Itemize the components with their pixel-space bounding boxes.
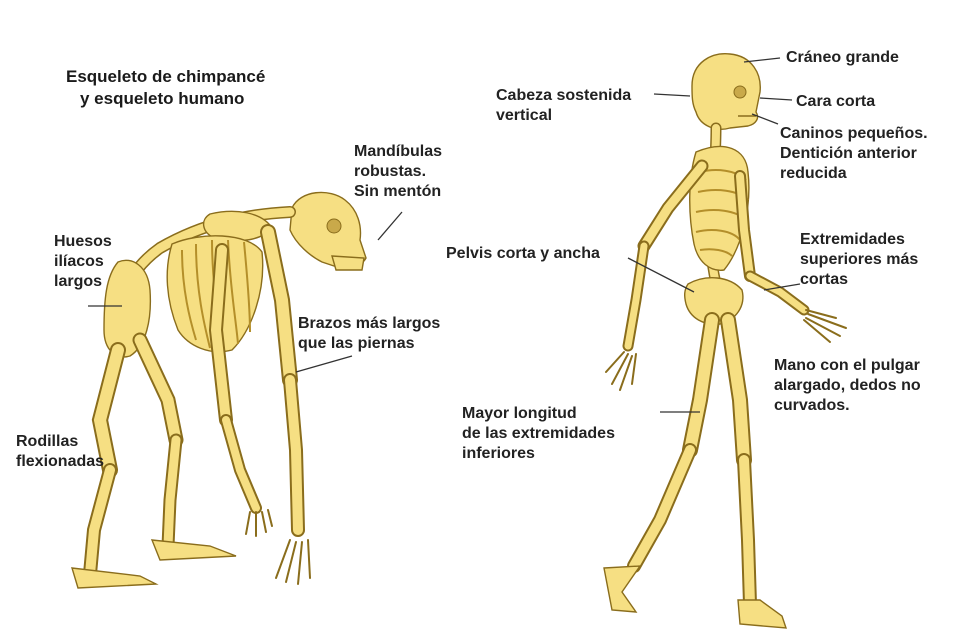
label-line: Pelvis corta y ancha — [446, 244, 600, 264]
label-line: de las extremidades — [462, 424, 615, 444]
label-line: robustas. — [354, 162, 442, 182]
label-line: Cara corta — [796, 92, 875, 112]
label-line: Mandíbulas — [354, 142, 442, 162]
title-line-1: Esqueleto de chimpancé — [66, 66, 265, 88]
leader-mandibulas — [378, 212, 402, 240]
label-line: superiores más — [800, 250, 918, 270]
label-line: ilíacos — [54, 252, 112, 272]
label-caninos: Caninos pequeños. Dentición anterior red… — [780, 124, 928, 184]
chimpanzee-skeleton — [72, 192, 366, 588]
label-huesos-iliacos: Huesos ilíacos largos — [54, 232, 112, 292]
label-cara-corta: Cara corta — [796, 92, 875, 112]
label-craneo-grande: Cráneo grande — [786, 48, 899, 68]
label-line: vertical — [496, 106, 631, 126]
label-line: Huesos — [54, 232, 112, 252]
leader-cabeza — [654, 94, 690, 96]
diagram-title: Esqueleto de chimpancé y esqueleto human… — [66, 66, 265, 110]
label-line: Mayor longitud — [462, 404, 615, 424]
label-rodillas: Rodillas flexionadas — [16, 432, 104, 472]
leader-craneo — [744, 58, 780, 62]
label-line: Mano con el pulgar — [774, 356, 921, 376]
label-line: largos — [54, 272, 112, 292]
title-line-2: y esqueleto humano — [66, 88, 265, 110]
label-line: alargado, dedos no — [774, 376, 921, 396]
label-line: curvados. — [774, 396, 921, 416]
chimp-skull — [290, 192, 366, 270]
chimp-arm — [268, 232, 310, 584]
label-line: Brazos más largos — [298, 314, 440, 334]
label-mayor-longitud: Mayor longitud de las extremidades infer… — [462, 404, 615, 464]
label-pelvis: Pelvis corta y ancha — [446, 244, 600, 264]
label-line: Caninos pequeños. — [780, 124, 928, 144]
label-line: inferiores — [462, 444, 615, 464]
label-cabeza-sostenida: Cabeza sostenida vertical — [496, 86, 631, 126]
label-mandibulas: Mandíbulas robustas. Sin mentón — [354, 142, 442, 202]
leader-cara — [760, 98, 792, 100]
label-line: Sin mentón — [354, 182, 442, 202]
label-line: flexionadas — [16, 452, 104, 472]
label-line: Rodillas — [16, 432, 104, 452]
human-skull — [692, 54, 760, 129]
leader-brazos — [296, 356, 352, 372]
label-brazos: Brazos más largos que las piernas — [298, 314, 440, 354]
label-extremidades-superiores: Extremidades superiores más cortas — [800, 230, 918, 290]
label-line: Extremidades — [800, 230, 918, 250]
human-arm-back — [606, 166, 702, 390]
label-line: reducida — [780, 164, 928, 184]
label-line: Cráneo grande — [786, 48, 899, 68]
label-line: Dentición anterior — [780, 144, 928, 164]
label-mano: Mano con el pulgar alargado, dedos no cu… — [774, 356, 921, 416]
label-line: que las piernas — [298, 334, 440, 354]
label-line: cortas — [800, 270, 918, 290]
label-line: Cabeza sostenida — [496, 86, 631, 106]
human-legs — [604, 320, 786, 628]
